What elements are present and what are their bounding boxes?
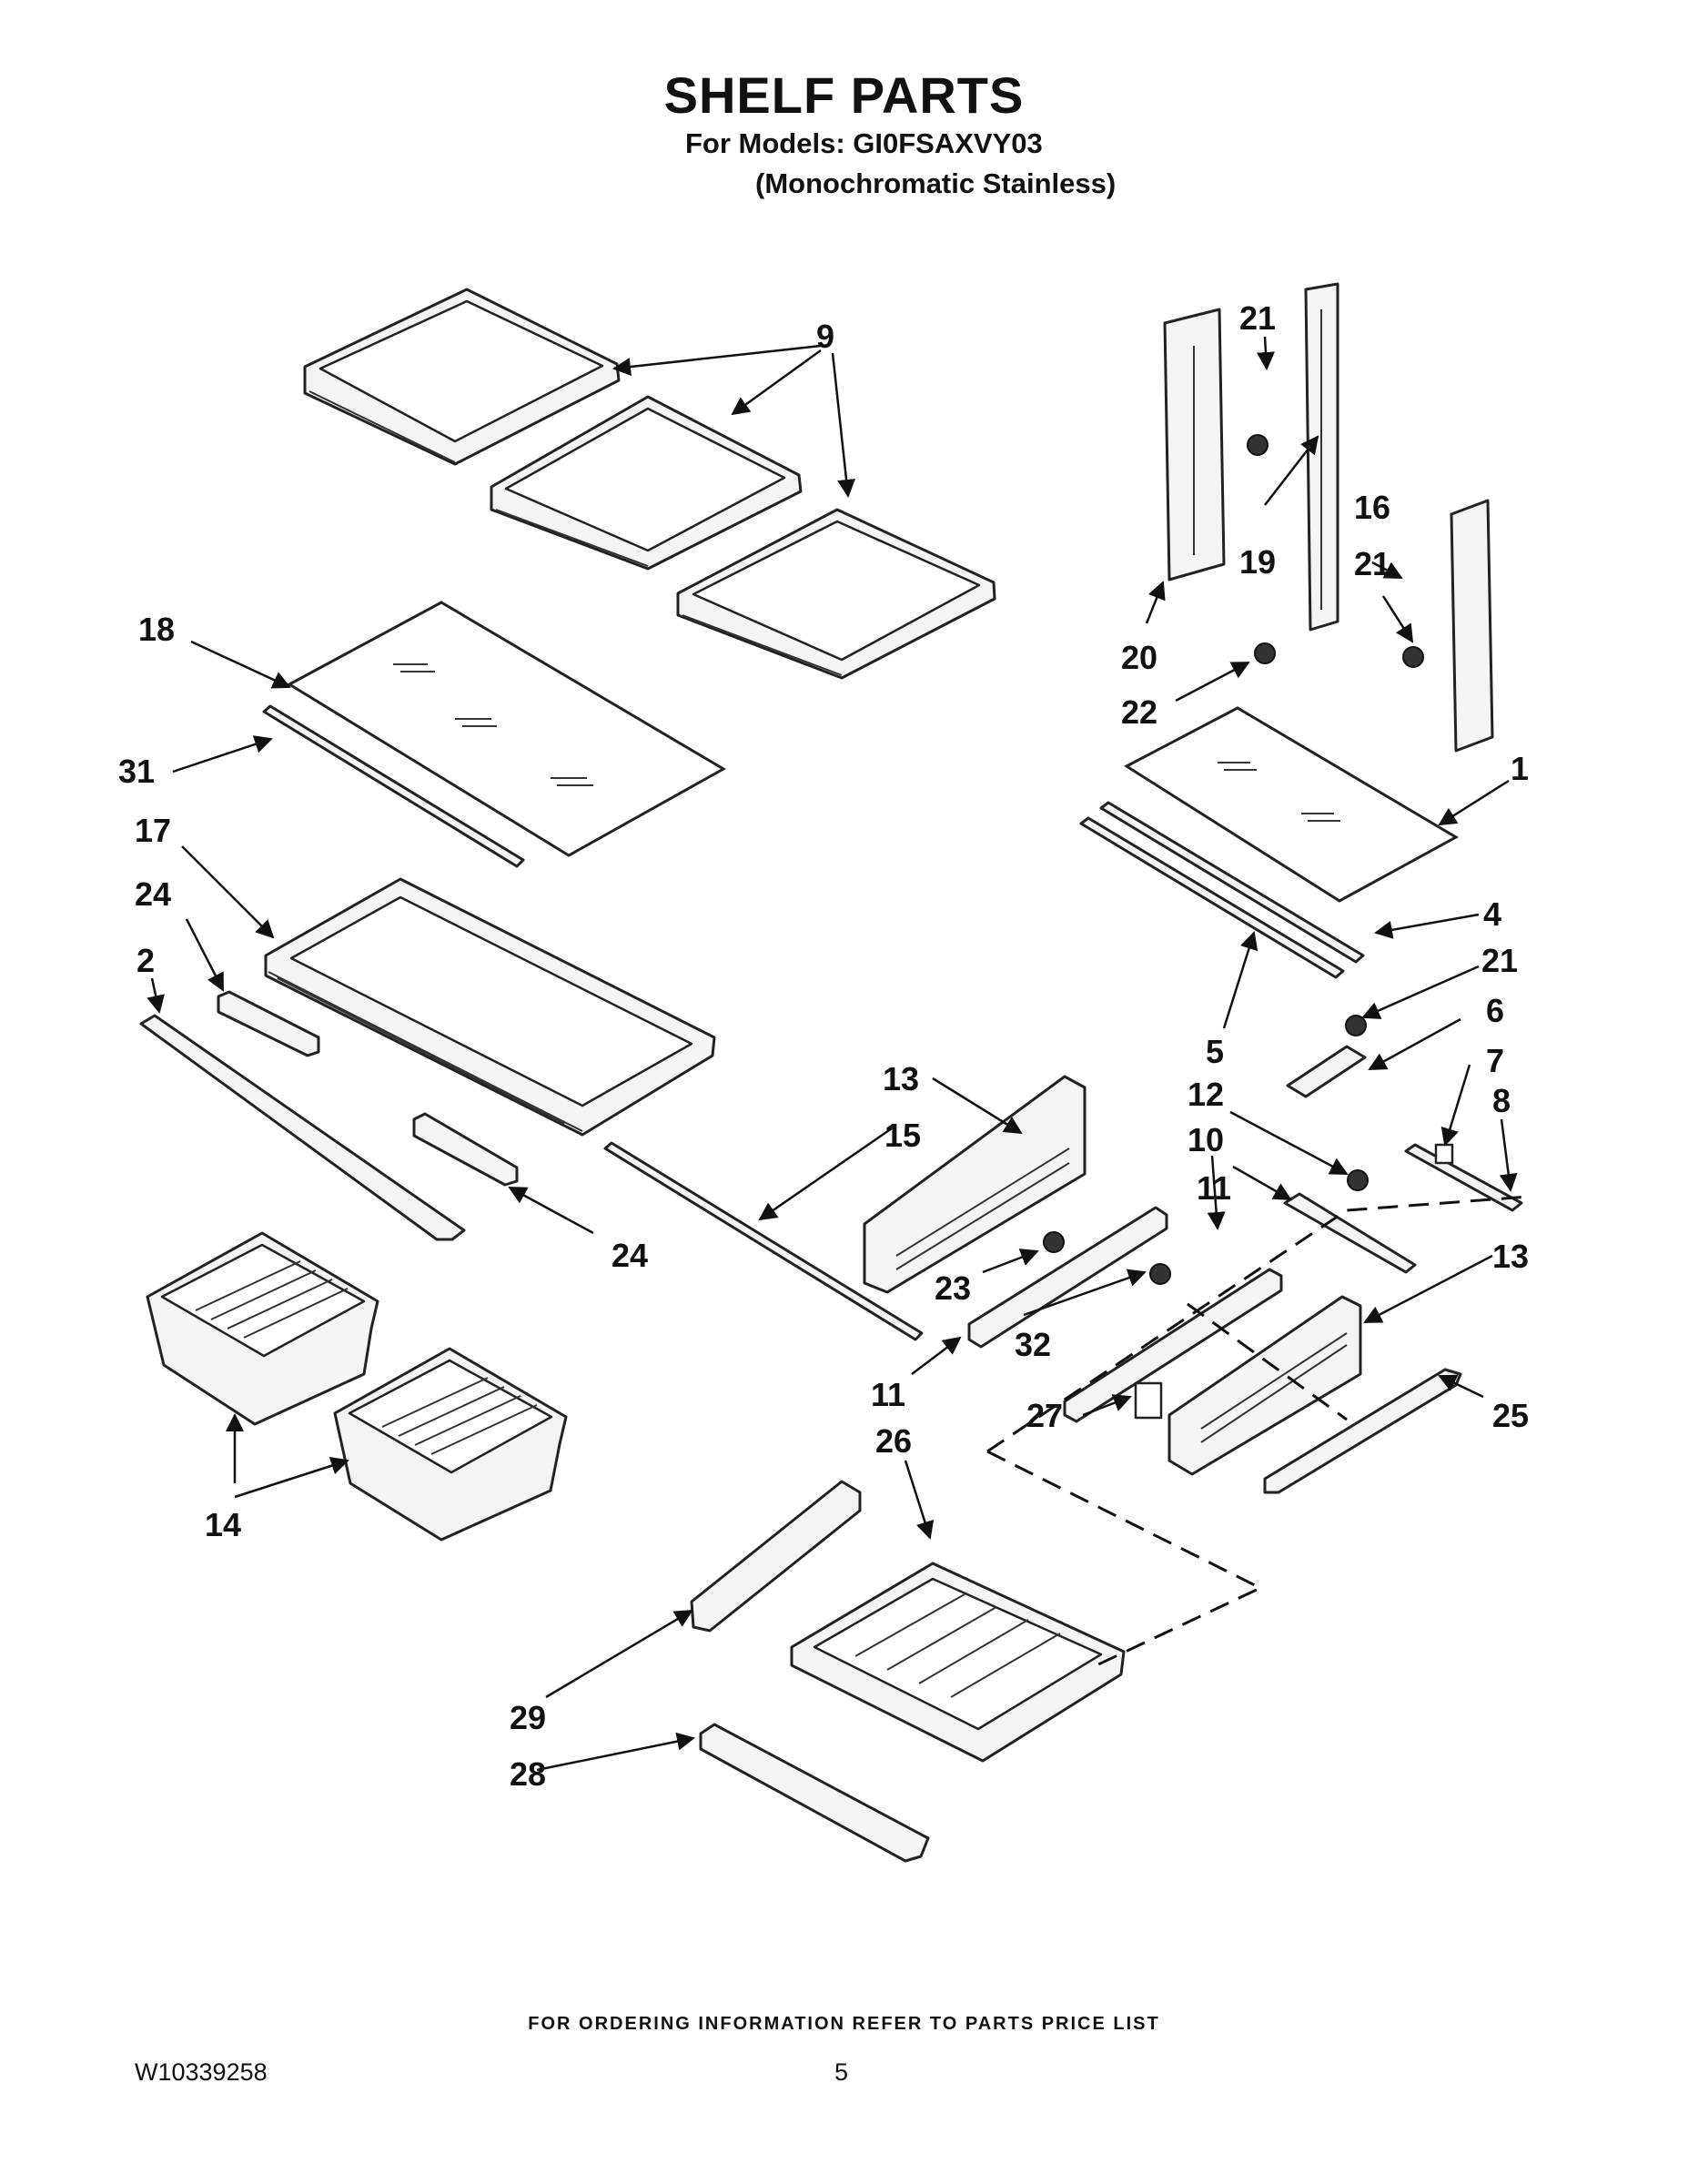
callout-7: 7 — [1486, 1042, 1504, 1079]
shelf-ladder-part — [1163, 308, 1226, 581]
callout-27: 27 — [1026, 1397, 1063, 1434]
page-title: SHELF PARTS — [663, 66, 1025, 124]
screw-part — [1043, 1231, 1065, 1253]
callout-28: 28 — [510, 1755, 546, 1793]
glass-trim-part — [1079, 816, 1345, 979]
callout-9: 9 — [816, 318, 834, 355]
screw-part — [1149, 1263, 1171, 1285]
callout-21-top: 21 — [1239, 299, 1276, 337]
shelf-frame-part — [676, 508, 996, 680]
screw-part — [1347, 1169, 1369, 1191]
screw-part — [1345, 1015, 1367, 1036]
clip-part — [412, 1112, 519, 1187]
shelf-ladder-part — [1304, 282, 1339, 632]
rail-strip-part — [603, 1141, 924, 1341]
shelf-assembly-part — [264, 877, 716, 1137]
callout-26: 26 — [875, 1422, 912, 1460]
screw-part — [1402, 646, 1424, 668]
crisper-drawer-part — [333, 1347, 568, 1542]
leader-lines — [147, 336, 1518, 1772]
clip-small-part — [1434, 1143, 1454, 1165]
deli-front-part — [699, 1723, 930, 1863]
rail-cover-part — [1167, 1295, 1362, 1476]
screw-part — [1254, 642, 1276, 664]
assembly-line — [1187, 1302, 1348, 1421]
shelf-ladder-part — [1450, 499, 1494, 753]
callout-29: 29 — [510, 1699, 546, 1736]
callout-24: 24 — [135, 875, 171, 913]
callout-20: 20 — [1121, 639, 1157, 676]
callout-12: 12 — [1188, 1076, 1224, 1113]
shelf-frame-part — [303, 288, 621, 466]
clip-part — [217, 990, 320, 1057]
callout-23: 23 — [935, 1269, 971, 1307]
callout-21-mid: 21 — [1354, 545, 1390, 582]
screw-part — [1247, 434, 1269, 456]
front-trim-part — [139, 1014, 466, 1241]
finish-line: (Monochromatic Stainless) — [755, 167, 1117, 199]
ordering-note: FOR ORDERING INFORMATION REFER TO PARTS … — [528, 2014, 1160, 2034]
callout-22: 22 — [1121, 693, 1157, 731]
callout-14: 14 — [205, 1506, 241, 1543]
crisper-drawer-part — [146, 1231, 379, 1426]
callout-8: 8 — [1492, 1082, 1511, 1119]
callout-15: 15 — [884, 1117, 921, 1154]
callout-4: 4 — [1483, 895, 1501, 933]
callout-32: 32 — [1015, 1326, 1051, 1363]
shelf-frame-part — [490, 395, 803, 571]
callout-10: 10 — [1188, 1121, 1224, 1158]
rail-bracket-part — [1404, 1143, 1523, 1212]
glass-trim-part — [1099, 801, 1365, 964]
glass-shelf-part — [1124, 706, 1460, 903]
deli-drawer-part — [790, 1562, 1126, 1763]
callout-17: 17 — [135, 812, 171, 849]
callout-11-upper: 11 — [1197, 1169, 1231, 1207]
callout-25: 25 — [1492, 1397, 1529, 1434]
callout-13-lower: 13 — [1492, 1238, 1529, 1275]
slide-bracket-part — [1283, 1192, 1417, 1274]
glass-shelf-part — [286, 601, 727, 857]
bracket-small-part — [1134, 1381, 1163, 1420]
page-number: 5 — [834, 2058, 849, 2086]
callout-18: 18 — [138, 611, 175, 648]
callout-2: 2 — [136, 942, 155, 979]
callout-16: 16 — [1354, 489, 1390, 526]
support-bracket-part — [1286, 1045, 1367, 1098]
callout-21-low: 21 — [1481, 942, 1518, 979]
rail-cover-part — [863, 1075, 1087, 1294]
callout-6: 6 — [1486, 992, 1504, 1029]
callout-31: 31 — [118, 753, 155, 790]
callout-11-lower: 11 — [871, 1376, 905, 1413]
drawer-slide-part — [1063, 1268, 1283, 1423]
drawer-slide-part — [967, 1206, 1168, 1349]
callout-19: 19 — [1239, 543, 1276, 581]
callout-5: 5 — [1206, 1033, 1224, 1070]
assembly-line — [986, 1450, 1264, 1667]
callout-24-lower: 24 — [612, 1237, 648, 1274]
callout-1: 1 — [1511, 750, 1529, 787]
models-line: For Models: GI0FSAXVY03 — [685, 127, 1043, 159]
deli-cover-part — [690, 1480, 862, 1633]
callout-13: 13 — [883, 1060, 919, 1097]
document-number: W10339258 — [135, 2058, 268, 2086]
glass-trim-part — [262, 704, 525, 868]
